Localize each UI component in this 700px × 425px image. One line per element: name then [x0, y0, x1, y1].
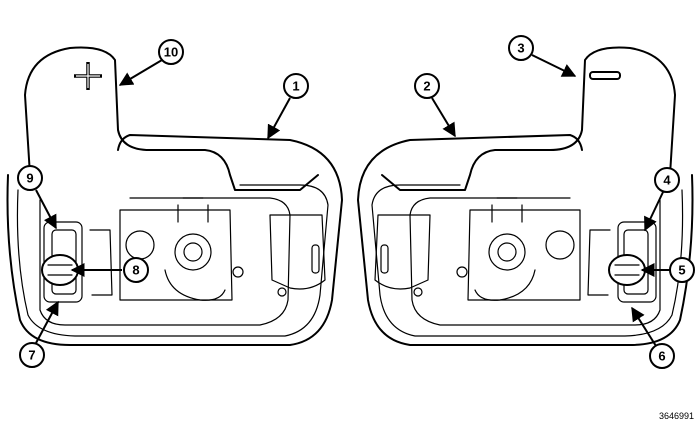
svg-text:9: 9: [26, 171, 33, 186]
callout-3: 3: [508, 35, 534, 61]
callout-4: 4: [654, 167, 680, 193]
callout-6: 6: [649, 343, 675, 369]
callout-2: 2: [414, 73, 440, 99]
upshift-paddle: [24, 46, 319, 191]
right-switch-knob: [608, 254, 646, 286]
svg-text:3: 3: [517, 41, 524, 56]
callout-9: 9: [17, 165, 43, 191]
callout-leaders: [35, 54, 670, 347]
svg-text:2: 2: [423, 79, 430, 94]
downshift-paddle: [381, 46, 676, 191]
svg-text:10: 10: [164, 45, 178, 60]
svg-text:6: 6: [658, 349, 665, 364]
callout-8: 8: [123, 257, 149, 283]
svg-text:4: 4: [663, 173, 671, 188]
callout-10: 10: [158, 39, 184, 65]
figure-id: 3646991: [659, 411, 694, 421]
plus-symbol: [74, 62, 102, 90]
left-housing: [6, 134, 343, 346]
callout-1: 1: [283, 73, 309, 99]
right-housing: [357, 134, 694, 346]
minus-symbol: [589, 71, 621, 80]
callout-7: 7: [19, 342, 45, 368]
svg-text:8: 8: [132, 263, 139, 278]
callout-5: 5: [669, 257, 695, 283]
svg-text:5: 5: [678, 263, 685, 278]
right-paddle-assembly: [357, 46, 694, 346]
svg-text:7: 7: [28, 348, 35, 363]
svg-text:1: 1: [292, 79, 299, 94]
